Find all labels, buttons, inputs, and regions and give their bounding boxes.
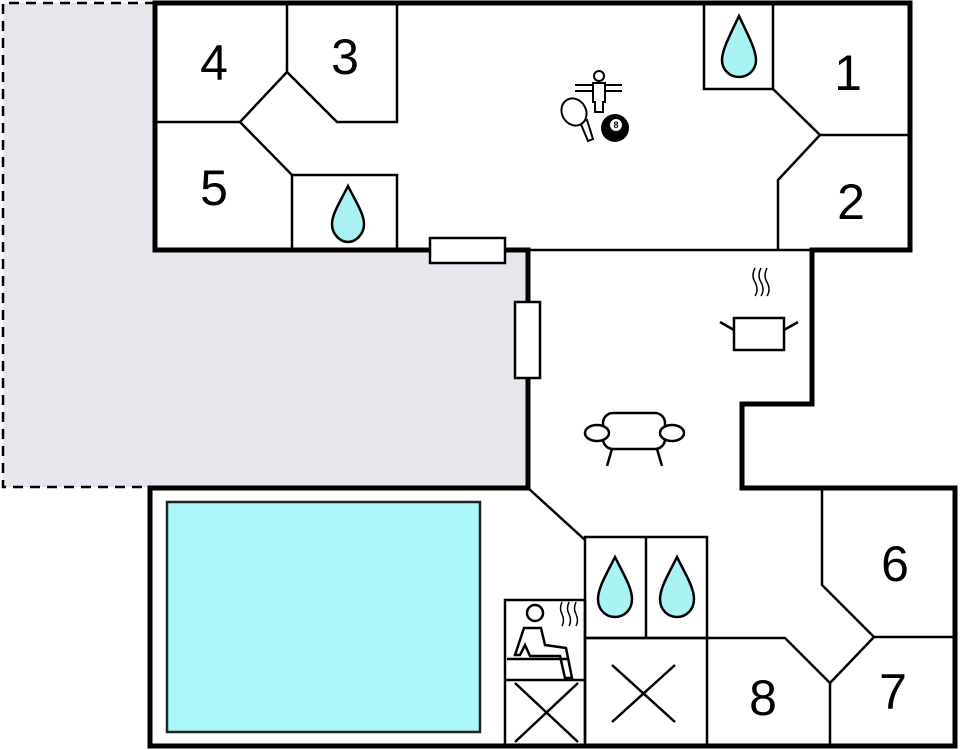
sofa-icon xyxy=(583,411,686,467)
room-number-3: 3 xyxy=(331,29,359,85)
terrace-dashed-border xyxy=(1,1,155,489)
room-number-8: 8 xyxy=(749,670,777,726)
terrace-area xyxy=(3,3,528,487)
room-number-2: 2 xyxy=(837,174,865,230)
water-drop-icon xyxy=(720,13,758,79)
billiard-8-ball-icon: 8 xyxy=(601,114,629,142)
swimming-pool xyxy=(165,500,482,734)
water-drop-icon xyxy=(330,183,366,244)
door xyxy=(428,236,507,265)
interior-walls xyxy=(155,1,955,748)
table-football-icon xyxy=(575,70,622,113)
billiard-ball-label: 8 xyxy=(613,120,618,130)
cooking-pot-icon xyxy=(719,267,799,352)
sauna-icon xyxy=(507,601,579,680)
water-drop-icon xyxy=(596,554,634,619)
door xyxy=(513,300,542,380)
room-number-7: 7 xyxy=(879,664,907,720)
room-number-4: 4 xyxy=(200,35,228,91)
room-number-1: 1 xyxy=(834,45,862,101)
room-number-6: 6 xyxy=(881,536,909,592)
room-number-5: 5 xyxy=(200,160,228,216)
table-tennis-icon xyxy=(560,97,595,143)
water-drop-icon xyxy=(658,554,696,619)
